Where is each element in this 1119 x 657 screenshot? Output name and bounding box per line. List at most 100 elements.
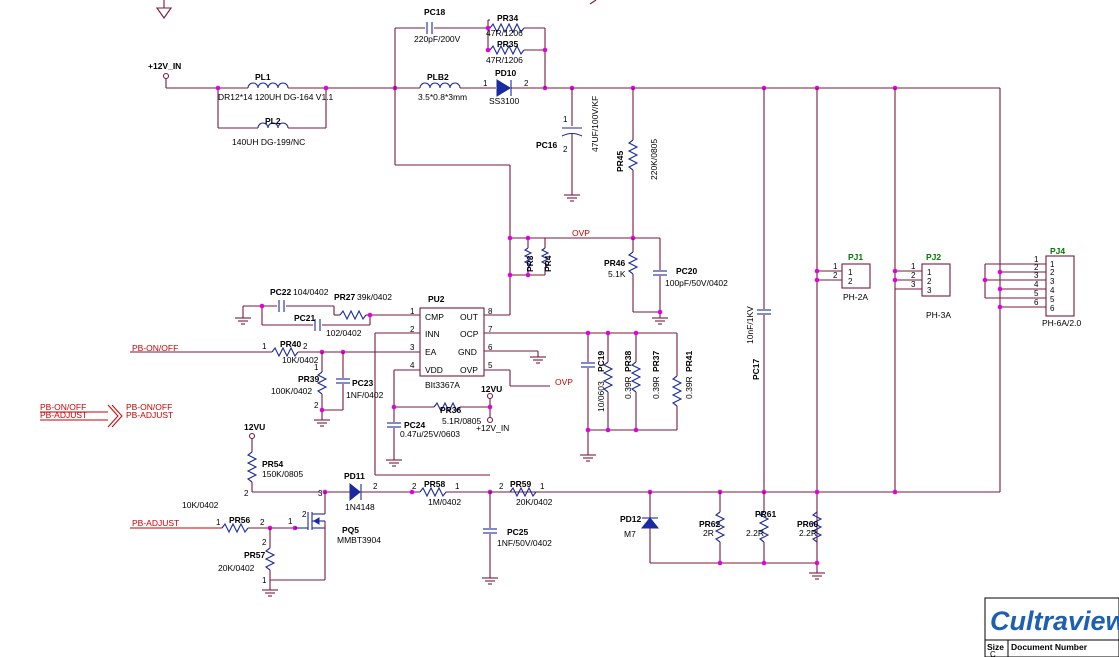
val-pr37: 0.39R (651, 376, 661, 399)
svg-text:1: 1 (540, 482, 545, 491)
svg-text:1: 1 (833, 262, 838, 271)
ref-pd10: PD10 (495, 68, 517, 78)
gnd-pu2 (530, 356, 546, 364)
val-pr45: 220K/0805 (649, 139, 659, 180)
val-pj1: PH-2A (843, 292, 868, 302)
val-pr35: 47R/1206 (486, 55, 523, 65)
ref-pc19: PC19 (596, 350, 606, 372)
svg-text:8: 8 (488, 307, 493, 316)
svg-text:6: 6 (1034, 298, 1039, 307)
val-pl2: 140UH DG-199/NC (232, 137, 305, 147)
svg-text:2: 2 (262, 538, 267, 547)
port-onoff-label-right: PB-ON/OFF (126, 402, 172, 412)
svg-text:2: 2 (302, 510, 307, 519)
net-label-vin: +12V_IN (148, 61, 181, 71)
ref-pc22: PC22 (270, 287, 292, 297)
svg-text:3: 3 (1034, 271, 1039, 280)
svg-text:1: 1 (848, 268, 853, 277)
pin-ovp: OVP (460, 365, 478, 375)
svg-text:2: 2 (303, 342, 308, 351)
ref-pd12: PD12 (620, 514, 642, 524)
svg-text:1: 1 (1034, 255, 1039, 264)
val-plb2: 3.5*0.8*3mm (418, 92, 467, 102)
ref-pr27: PR27 (334, 292, 356, 302)
connector-pj1 (841, 263, 871, 289)
val-pr56: 10K/0402 (182, 500, 219, 510)
inductor-pl2 (257, 122, 289, 129)
val-pl1: DR12*14 120UH DG-164 V1.1 (218, 92, 334, 102)
svg-text:3: 3 (318, 489, 323, 498)
gnd-pr57 (262, 589, 278, 597)
val-pu2: BIt3367A (425, 380, 460, 390)
transistor-pq5 (295, 492, 326, 580)
svg-text:1: 1 (216, 518, 221, 527)
val-pr34: 47R/1206 (486, 28, 523, 38)
ref-pc23: PC23 (352, 378, 374, 388)
gnd-pc20 (652, 317, 668, 325)
pin-cmp: CMP (425, 312, 444, 322)
gnd-pc24 (386, 459, 402, 467)
pin-inn: INN (425, 329, 440, 339)
ref-pr38: PR38 (623, 350, 633, 372)
ref-pr34: PR34 (497, 13, 519, 23)
svg-text:1: 1 (314, 363, 319, 372)
ref-pr40: PR40 (280, 339, 302, 349)
val-pd11: 1N4148 (345, 502, 375, 512)
ref-pr58: PR58 (424, 479, 446, 489)
val-pc20: 100pF/50V/0402 (665, 278, 728, 288)
svg-text:2: 2 (244, 489, 249, 498)
val-pr36: 5.1R/0805 (442, 416, 481, 426)
pin-vdd: VDD (425, 365, 443, 375)
svg-text:4: 4 (1050, 286, 1055, 295)
svg-text:2: 2 (927, 277, 932, 286)
svg-text:1: 1 (1050, 260, 1055, 269)
svg-text:5: 5 (1050, 295, 1055, 304)
val-pc21: 102/0402 (326, 328, 362, 338)
svg-text:2: 2 (833, 271, 838, 280)
title-docnum-label: Document Number (1011, 642, 1088, 652)
ref-pc16: PC16 (536, 140, 558, 150)
port-adjust-label-right: PB-ADJUST (126, 410, 173, 420)
ref-pl1: PL1 (255, 72, 271, 82)
pin-out: OUT (460, 312, 478, 322)
connector-pj4 (1045, 255, 1075, 317)
svg-text:4: 4 (410, 361, 415, 370)
net-ovp-2: OVP (555, 377, 573, 387)
svg-text:2: 2 (260, 518, 265, 527)
svg-text:1: 1 (410, 307, 415, 316)
gnd-pc19 (580, 454, 596, 462)
svg-text:3: 3 (1050, 277, 1055, 286)
svg-text:3: 3 (410, 343, 415, 352)
svg-text:2: 2 (412, 482, 417, 491)
ref-pr3: PR3 (525, 255, 535, 272)
gnd-bottom-right (809, 572, 825, 580)
ref-pc18: PC18 (424, 7, 446, 17)
ref-pr46: PR46 (604, 258, 626, 268)
val-pc24: 0.47u/25V/0603 (400, 429, 460, 439)
ref-pr57: PR57 (244, 550, 266, 560)
svg-text:4: 4 (1034, 280, 1039, 289)
val-pr54: 150K/0805 (262, 469, 303, 479)
ref-pu2: PU2 (428, 294, 445, 304)
gnd-pc22 (235, 317, 251, 325)
ref-pj4: PJ4 (1050, 246, 1065, 256)
svg-text:3: 3 (927, 286, 932, 295)
svg-text:2: 2 (911, 271, 916, 280)
ic-pu2 (419, 307, 485, 377)
ref-pr36: PR36 (440, 405, 462, 415)
val-pr40: 10K/0402 (282, 355, 319, 365)
ref-pr62: PR62 (699, 519, 721, 529)
diode-pd12 (640, 517, 660, 529)
net-pb-onoff: PB-ON/OFF (132, 343, 178, 353)
ref-pr35: PR35 (497, 39, 519, 49)
val-pc16: 47UF/100V/KF (590, 96, 600, 152)
svg-text:1: 1 (262, 342, 267, 351)
val-pr27: 39k/0402 (357, 292, 392, 302)
ref-pd11: PD11 (344, 471, 365, 481)
svg-text:1: 1 (563, 115, 568, 124)
val-pc19: 10/0603 (596, 381, 606, 412)
val-pr46: 5.1K (608, 269, 626, 279)
ref-plb2: PLB2 (427, 72, 449, 82)
svg-text:3: 3 (911, 280, 916, 289)
